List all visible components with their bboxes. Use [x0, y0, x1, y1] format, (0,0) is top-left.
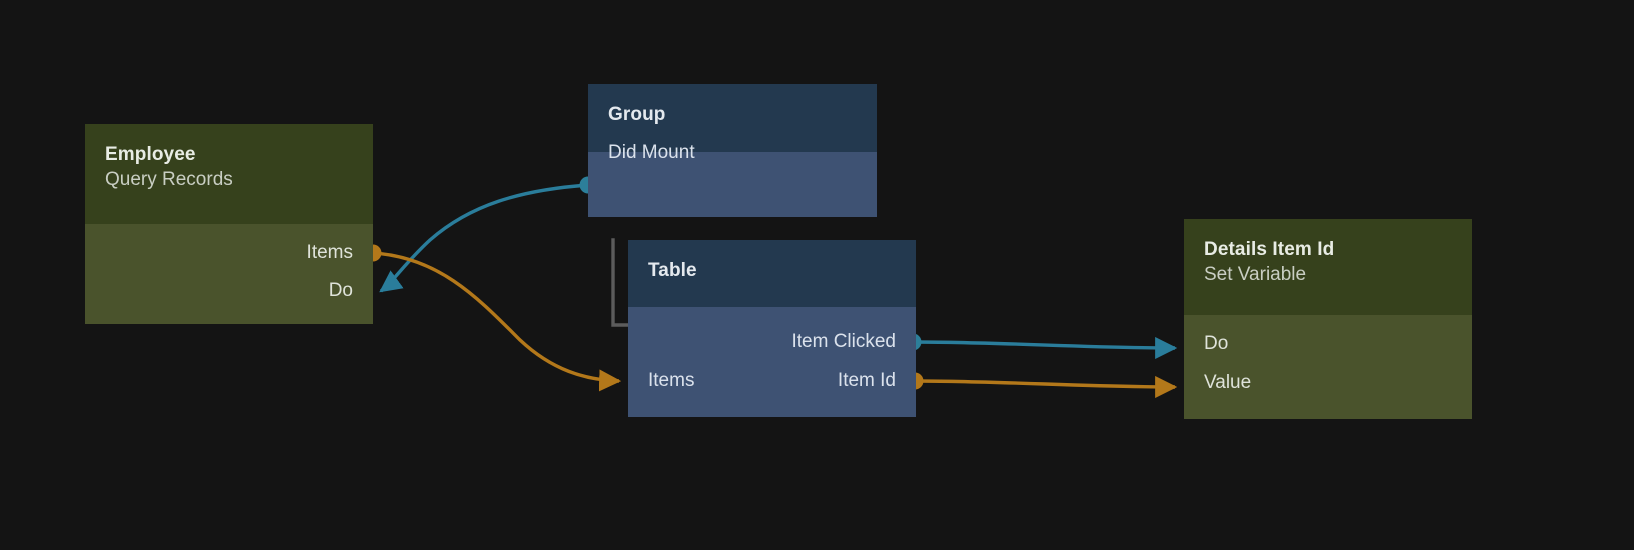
port-details-do-label: Do — [1204, 333, 1229, 354]
node-table[interactable]: Table Item Clicked Items Item Id — [628, 240, 916, 417]
port-employee-do-label: Do — [328, 280, 353, 301]
port-details-do[interactable]: Do — [1184, 331, 1472, 357]
node-table-title: Table — [648, 260, 697, 281]
node-employee[interactable]: Employee Query Records Items Do — [85, 124, 373, 324]
node-details-body: Do Value — [1184, 315, 1472, 419]
node-employee-title: Employee — [105, 144, 196, 165]
node-group-header: Group — [588, 84, 877, 152]
edge-item-id-to-details-value — [914, 375, 1178, 399]
port-table-items-label: Items — [648, 370, 695, 391]
node-employee-subtitle: Query Records — [105, 169, 233, 190]
node-details-item-id[interactable]: Details Item Id Set Variable Do Value — [1184, 219, 1472, 419]
port-employee-do[interactable]: Do — [85, 278, 373, 304]
node-group[interactable]: Group Did Mount — [588, 84, 877, 217]
port-group-did-mount[interactable]: Did Mount — [588, 140, 877, 166]
port-details-value-label: Value — [1204, 372, 1252, 393]
node-group-title: Group — [608, 104, 666, 125]
port-table-item-id-label: Item Id — [837, 370, 896, 391]
node-employee-header: Employee Query Records — [85, 124, 373, 224]
node-details-subtitle: Set Variable — [1204, 264, 1307, 285]
edge-item-clicked-to-details-do — [912, 336, 1178, 360]
node-table-body: Item Clicked Items Item Id — [628, 307, 916, 417]
node-details-title: Details Item Id — [1204, 239, 1335, 260]
port-table-items[interactable]: Items Item Id — [628, 368, 916, 394]
port-employee-items-label: Items — [306, 242, 353, 263]
edge-employee-items-to-table-items — [372, 251, 622, 392]
node-table-header: Table — [628, 240, 916, 307]
port-details-value[interactable]: Value — [1184, 370, 1472, 396]
port-group-did-mount-label: Did Mount — [608, 142, 695, 163]
node-details-header: Details Item Id Set Variable — [1184, 219, 1472, 315]
node-group-body: Did Mount — [588, 142, 877, 217]
node-employee-body: Items Do — [85, 224, 373, 324]
edge-did-mount-to-employee-do — [379, 183, 589, 293]
port-employee-items[interactable]: Items — [85, 240, 373, 266]
port-table-item-clicked-label: Item Clicked — [791, 331, 896, 352]
port-table-item-clicked[interactable]: Item Clicked — [628, 329, 916, 355]
group-child-bracket — [611, 238, 631, 327]
